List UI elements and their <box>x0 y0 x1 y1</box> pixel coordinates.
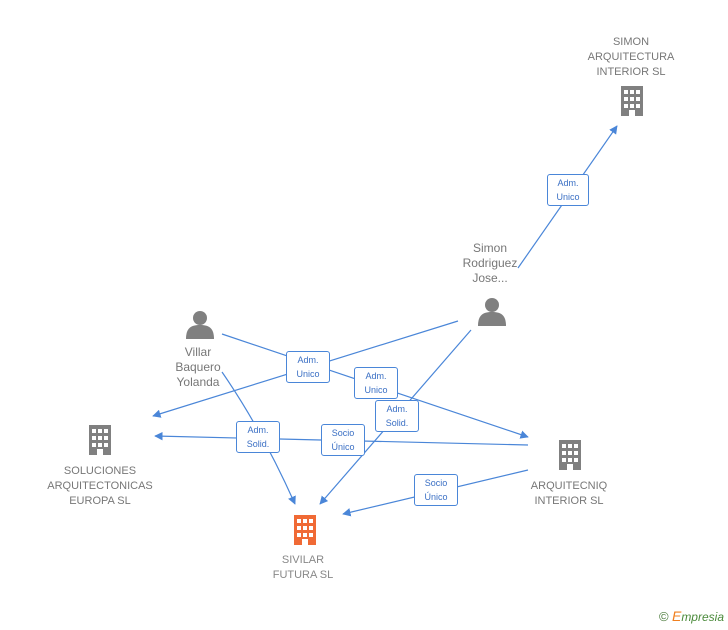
edge-label-adm-solid[interactable]: Adm. Solid. <box>375 400 419 432</box>
brand-initial: E <box>671 608 682 624</box>
brand-name: mpresia <box>681 610 724 624</box>
node-label-simon-arquitectura[interactable]: SIMON ARQUITECTURA INTERIOR SL <box>587 36 675 78</box>
node-label-sivilar[interactable]: SIVILAR FUTURA SL <box>272 554 334 581</box>
building-icon <box>294 515 316 545</box>
copyright-icon: © <box>659 609 669 624</box>
edge-label-adm-unico[interactable]: Adm. Unico <box>354 367 398 399</box>
edge-label-adm-solid[interactable]: Adm. Solid. <box>236 421 280 453</box>
person-icon <box>186 311 214 339</box>
node-label-soluciones[interactable]: SOLUCIONES ARQUITECTONICAS EUROPA SL <box>47 465 153 507</box>
edge-label-adm-unico[interactable]: Adm. Unico <box>547 174 589 206</box>
building-icon <box>89 425 111 455</box>
node-label-villar[interactable]: Villar Baquero Yolanda <box>175 345 221 389</box>
node-label-arquitecniq[interactable]: ARQUITECNIQ INTERIOR SL <box>530 480 608 507</box>
edge-label-socio-unico[interactable]: Socio Único <box>321 424 365 456</box>
building-icon <box>559 440 581 470</box>
edge-label-socio-unico[interactable]: Socio Único <box>414 474 458 506</box>
footer-brand: © Empresia <box>659 608 724 624</box>
person-icon <box>478 298 506 326</box>
node-label-simon-rodriguez[interactable]: Simon Rodriguez Jose... <box>462 241 518 285</box>
building-icon <box>621 86 643 116</box>
edge-label-adm-unico[interactable]: Adm. Unico <box>286 351 330 383</box>
